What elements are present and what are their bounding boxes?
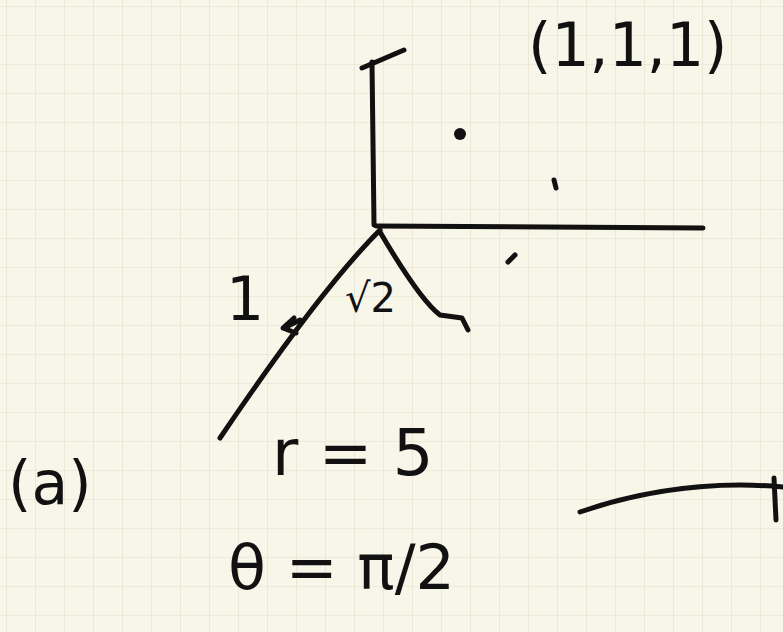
curve-stroke — [580, 485, 783, 512]
angle-label: θ = π/2 — [228, 534, 455, 602]
length-label: 1 — [226, 266, 264, 332]
dash-mark — [508, 255, 515, 262]
axis-tick — [362, 50, 404, 68]
radius-label: r = 5 — [272, 418, 433, 488]
y-axis — [376, 226, 703, 228]
point-dot — [454, 128, 466, 140]
curve-stroke — [774, 478, 776, 520]
dash-mark — [554, 180, 556, 188]
arrow-head — [283, 318, 296, 333]
point-label: (1,1,1) — [528, 12, 727, 78]
length-label: √2 — [345, 276, 396, 320]
x-axis — [220, 230, 380, 438]
z-axis — [372, 62, 374, 225]
part-label: (a) — [8, 450, 92, 516]
